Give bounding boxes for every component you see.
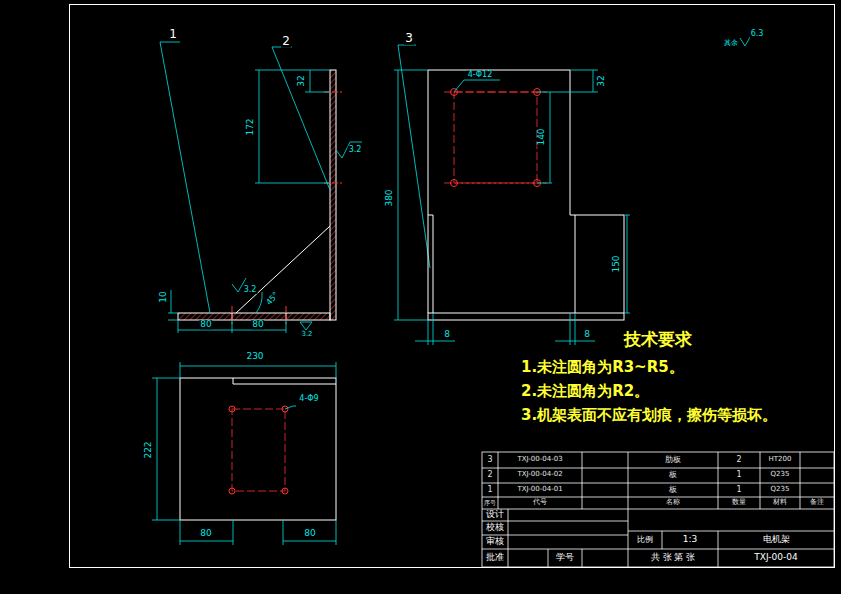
table-cell: 1: [735, 471, 742, 479]
dimension: 80: [199, 529, 212, 538]
dimension: 150: [612, 254, 621, 273]
table-cell: 板: [668, 486, 678, 494]
hole-dimension: 4-Φ12: [467, 71, 493, 79]
roughness-value: 3.2: [300, 331, 313, 338]
title-block-cell: 学号: [555, 553, 575, 562]
table-cell: 肋板: [664, 456, 682, 464]
table-header: 名称: [665, 499, 681, 506]
table-cell: TXJ-00-04-02: [516, 471, 563, 478]
table-header: 备注: [809, 499, 825, 506]
table-cell: 板: [668, 471, 678, 479]
hole-dimension: 4-Φ9: [298, 395, 319, 403]
roughness-note: 其余: [723, 40, 739, 47]
dimension: 80: [199, 320, 212, 329]
notes-heading: 技术要求: [623, 331, 693, 349]
roughness-value: 6.3: [750, 30, 765, 38]
table-header: 序号: [483, 500, 497, 506]
title-block-cell: TXJ-00-04: [753, 553, 798, 562]
callout-number: 1: [168, 28, 178, 41]
table-cell: 3: [486, 456, 493, 464]
dimension: 80: [251, 320, 264, 329]
title-block-cell: 电机架: [762, 535, 791, 544]
technical-note: 2.未注圆角为R2。: [520, 384, 650, 400]
table-cell: Q235: [770, 486, 791, 493]
dimension: 230: [245, 352, 264, 361]
table-header: 材料: [772, 499, 788, 506]
dimension: 172: [246, 117, 255, 136]
roughness-value: 3.2: [243, 286, 258, 294]
angle-dimension: 45°: [265, 290, 282, 308]
table-cell: TXJ-00-04-01: [516, 486, 563, 493]
title-block-cell: 批准: [485, 553, 505, 562]
title-block-cell: 审核: [485, 537, 505, 546]
technical-note: 1.未注圆角为R3~R5。: [520, 360, 685, 376]
table-cell: Q235: [770, 471, 791, 478]
dimension: 8: [443, 330, 451, 339]
dimension: 380: [385, 188, 394, 207]
table-cell: TXJ-00-04-03: [516, 456, 563, 463]
title-block-cell: 1:3: [682, 535, 698, 544]
title-block-cell: 校核: [485, 523, 505, 532]
title-block-cell: 设计: [485, 510, 505, 519]
table-header: 数量: [731, 499, 747, 506]
dimension: 140: [537, 127, 546, 146]
roughness-value: 3.2: [348, 146, 363, 154]
technical-note: 3.机架表面不应有划痕，擦伤等损坏。: [520, 408, 778, 424]
callout-number: 2: [281, 35, 291, 48]
title-block-cell: 共 张 第 张: [650, 553, 697, 562]
dimension: 10: [159, 290, 168, 303]
callout-number: 3: [404, 32, 414, 45]
table-cell: 2: [486, 471, 493, 479]
table-cell: HT200: [768, 456, 793, 463]
dimension: 32: [597, 74, 606, 87]
table-cell: 1: [735, 486, 742, 494]
dimension: 80: [303, 529, 316, 538]
table-cell: 1: [486, 486, 493, 494]
title-block-cell: 比例: [636, 536, 654, 544]
dimension: 32: [297, 74, 306, 87]
table-header: 代号: [532, 499, 548, 506]
table-cell: 2: [735, 456, 742, 464]
dimension: 222: [144, 440, 153, 459]
dimension: 8: [583, 330, 591, 339]
